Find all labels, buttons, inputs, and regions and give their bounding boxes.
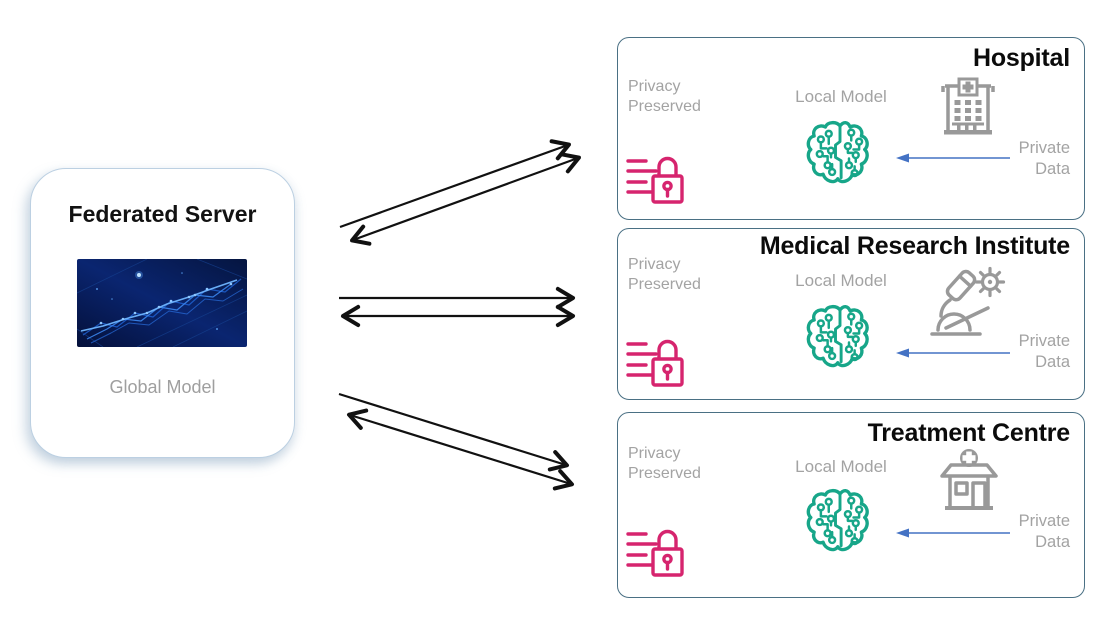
global-model-image xyxy=(77,259,247,347)
privacy-preserved-label: Privacy Preserved xyxy=(628,78,701,115)
client-card-hospital: Hospital Privacy Preserved Local Model xyxy=(617,37,1085,220)
arrow-centre-to-server xyxy=(347,408,574,491)
client-card-medical-research-institute: Medical Research Institute Privacy Prese… xyxy=(617,228,1085,400)
private-data-label: Private Data xyxy=(1018,512,1070,551)
privacy-preserved-label: Privacy Preserved xyxy=(628,445,701,482)
brain-circuit-icon xyxy=(806,304,869,368)
hospital-title: Hospital xyxy=(972,44,1070,72)
privacy-lock-icon xyxy=(626,156,684,204)
privacy-lock-icon xyxy=(626,529,684,577)
arrow-server-to-centre xyxy=(338,392,569,472)
global-model-caption: Global Model xyxy=(109,377,216,397)
privacy-lock-icon xyxy=(626,339,684,387)
private-data-arrow xyxy=(896,528,1010,538)
local-model-label: Local Model xyxy=(795,87,887,106)
local-model-label: Local Model xyxy=(795,271,887,290)
private-data-label: Private Data xyxy=(1018,332,1070,371)
privacy-preserved-label: Privacy Preserved xyxy=(628,256,701,293)
federated-server-card: Federated Server xyxy=(30,168,295,458)
hospital-building-icon xyxy=(941,77,995,135)
clinic-building-icon xyxy=(940,449,998,510)
network-plexus-icon xyxy=(77,259,247,347)
local-model-label: Local Model xyxy=(795,457,887,476)
arrow-server-to-hospital xyxy=(339,139,571,229)
microscope-icon xyxy=(930,266,1006,336)
client-card-treatment-centre: Treatment Centre Privacy Preserved Local… xyxy=(617,412,1085,598)
federated-server-title: Federated Server xyxy=(68,201,257,227)
private-data-arrow xyxy=(896,348,1010,358)
arrow-hospital-to-server xyxy=(350,152,581,246)
brain-circuit-icon xyxy=(806,120,869,184)
treatment-centre-title: Treatment Centre xyxy=(867,419,1071,447)
brain-circuit-icon xyxy=(806,488,869,552)
medical-research-institute-title: Medical Research Institute xyxy=(759,232,1070,260)
private-data-arrow xyxy=(896,153,1010,163)
private-data-label: Private Data xyxy=(1018,139,1070,178)
